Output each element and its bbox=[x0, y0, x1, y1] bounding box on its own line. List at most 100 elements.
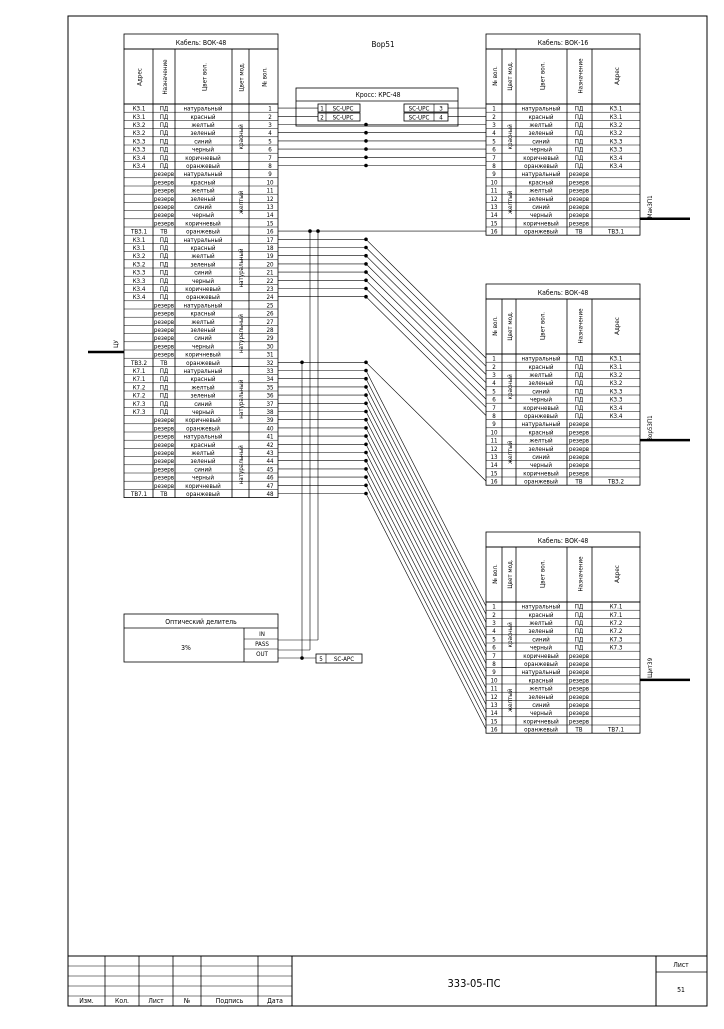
left-cell-address: ТВ3.2 bbox=[130, 360, 147, 367]
right-cell-color: синий bbox=[532, 203, 550, 211]
left-cell-purpose: резерв bbox=[154, 188, 174, 195]
fiber-line bbox=[365, 280, 487, 400]
junction-dot bbox=[364, 467, 368, 471]
fiber-line bbox=[365, 452, 487, 689]
right-cell-purpose: ПД bbox=[575, 636, 584, 643]
left-cell-purpose: резерв bbox=[154, 311, 174, 318]
left-cell-fiber-number: 1 bbox=[268, 106, 272, 113]
left-cell-color: желтый bbox=[191, 187, 215, 195]
junction-dot bbox=[364, 458, 368, 463]
right-cell-fiber-number: 11 bbox=[490, 686, 498, 693]
right-cell-fiber-number: 5 bbox=[492, 636, 496, 643]
left-cell-fiber-number: 3 bbox=[268, 122, 272, 129]
left-cell-color: коричневый bbox=[185, 219, 221, 227]
junction-dot bbox=[364, 360, 368, 365]
right-cell-color: натуральный bbox=[521, 355, 560, 363]
right-cell-purpose: ТВ bbox=[574, 727, 582, 734]
right-cell-address: К3.2 bbox=[610, 122, 623, 129]
fiber-line bbox=[365, 394, 487, 631]
cross-port-type: SC-UPC bbox=[333, 106, 354, 113]
right-header-4: Адрес bbox=[614, 67, 621, 85]
right-cell-fiber-number: 12 bbox=[490, 694, 497, 701]
junction-dot bbox=[316, 229, 320, 233]
left-cell-purpose: резерв bbox=[154, 434, 174, 441]
fiber-line bbox=[365, 378, 487, 615]
right-cell-address: К3.1 bbox=[610, 114, 623, 121]
right-cell-color: зеленый bbox=[528, 445, 553, 453]
left-cell-color: оранжевый bbox=[186, 490, 220, 498]
right-cell-color: натуральный bbox=[521, 420, 560, 428]
left-cell-fiber-number: 33 bbox=[266, 368, 274, 375]
right-cell-address: К3.4 bbox=[610, 163, 623, 170]
left-cell-address: К3.2 bbox=[133, 253, 146, 260]
right-cell-address: К3.2 bbox=[610, 380, 623, 387]
left-cell-purpose: ПД bbox=[160, 114, 169, 121]
right-cell-color: синий bbox=[532, 387, 550, 395]
junction-dot bbox=[364, 155, 368, 160]
left-cell-color: красный bbox=[190, 244, 215, 252]
right-header-0: № вол. bbox=[492, 316, 499, 336]
left-cell-fiber-number: 21 bbox=[266, 270, 274, 277]
left-cell-color: черный bbox=[192, 408, 214, 416]
left-cell-fiber-number: 5 bbox=[268, 138, 272, 145]
right-cell-color: красный bbox=[528, 363, 553, 371]
left-cell-color: оранжевый bbox=[186, 162, 220, 170]
left-cable-label: ЦУ bbox=[113, 340, 120, 348]
splitter-title: Оптический делитель bbox=[165, 618, 237, 626]
junction-dot bbox=[364, 147, 368, 151]
fiber-line bbox=[365, 485, 487, 722]
fiber-line bbox=[365, 271, 487, 392]
right-cell-color: оранжевый bbox=[524, 162, 558, 170]
left-cell-address: К7.2 bbox=[133, 384, 146, 391]
left-cell-color: зеленый bbox=[190, 195, 215, 203]
right-cell-fiber-number: 6 bbox=[492, 397, 496, 404]
left-header-4: № вол. bbox=[262, 67, 269, 87]
left-cell-color: синий bbox=[194, 465, 212, 473]
right-cell-color: черный bbox=[530, 644, 552, 652]
fiber-line bbox=[365, 460, 487, 697]
left-cell-color: зеленый bbox=[190, 457, 215, 465]
right-table-title: Кабель: ВОК-48 bbox=[538, 537, 589, 545]
right-cell-address: К3.4 bbox=[610, 413, 623, 420]
right-cell-purpose: резерв bbox=[569, 470, 589, 477]
left-cell-purpose: ПД bbox=[160, 130, 169, 137]
left-cell-purpose: ПД bbox=[160, 147, 169, 154]
right-table-body bbox=[485, 103, 641, 236]
right-cell-color: оранжевый bbox=[524, 228, 558, 236]
left-module-color: натуральный bbox=[237, 314, 245, 353]
fiber-line bbox=[365, 476, 487, 713]
left-cell-color: натуральный bbox=[183, 433, 222, 441]
right-cell-purpose: резерв bbox=[569, 710, 589, 717]
right-cell-purpose: резерв bbox=[569, 188, 589, 195]
left-cell-color: желтый bbox=[191, 252, 215, 260]
right-header-2: Цвет вол. bbox=[540, 312, 547, 340]
right-cell-color: коричневый bbox=[523, 652, 559, 660]
right-cell-color: коричневый bbox=[523, 219, 559, 227]
left-cell-fiber-number: 12 bbox=[266, 196, 273, 203]
left-cell-color: синий bbox=[194, 334, 212, 342]
left-cell-fiber-number: 13 bbox=[266, 204, 274, 211]
right-cell-address: ТВ3.2 bbox=[607, 479, 624, 486]
right-cell-purpose: резерв bbox=[569, 462, 589, 469]
splitter-ratio: 3% bbox=[181, 644, 191, 652]
right-cell-address: К3.3 bbox=[610, 388, 623, 395]
fiber-line bbox=[365, 296, 487, 416]
junction-dot bbox=[364, 475, 368, 479]
right-table-title: Кабель: ВОК-48 bbox=[538, 289, 589, 297]
left-cell-purpose: ПД bbox=[160, 163, 169, 170]
left-cell-fiber-number: 46 bbox=[266, 475, 274, 482]
left-cell-purpose: резерв bbox=[154, 417, 174, 424]
cross-port-type: SC-UPC bbox=[409, 115, 430, 122]
left-cell-color: натуральный bbox=[183, 170, 222, 178]
left-cell-fiber-number: 45 bbox=[266, 466, 274, 473]
right-cell-fiber-number: 8 bbox=[492, 413, 496, 420]
right-cell-purpose: ПД bbox=[575, 106, 584, 113]
left-cell-purpose: ПД bbox=[160, 106, 169, 113]
right-cell-fiber-number: 13 bbox=[490, 702, 498, 709]
right-cell-fiber-number: 9 bbox=[492, 171, 496, 178]
right-cell-fiber-number: 14 bbox=[490, 212, 498, 219]
junction-dot bbox=[300, 656, 304, 660]
